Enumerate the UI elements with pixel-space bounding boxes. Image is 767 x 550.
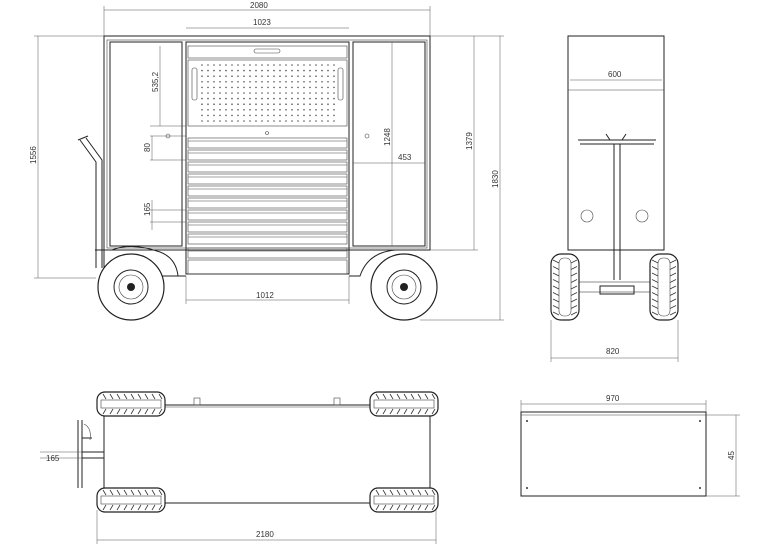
front-view: 2080 1023 535,2 80 165 1248 453 1379 183… [29, 1, 504, 321]
dim-top-length: 2180 [256, 530, 274, 539]
dim-box-height: 45 [727, 451, 736, 460]
dim-overall-width: 2080 [250, 1, 268, 10]
dim-top-drawer-width: 1023 [253, 18, 271, 27]
top-body [103, 404, 431, 504]
front-right-wheel [370, 253, 438, 321]
dim-door-width: 453 [398, 153, 412, 162]
dim-total-height: 1830 [491, 170, 500, 188]
box-outline [520, 411, 707, 497]
box-view: 970 45 [520, 394, 740, 497]
cabinet-body [103, 35, 431, 251]
side-body [567, 35, 665, 251]
side-right-wheel [649, 253, 679, 321]
dim-box-width: 970 [606, 394, 620, 403]
dim-drawer-gap: 80 [143, 143, 152, 152]
drawer-stack [187, 137, 348, 275]
front-left-wheel [97, 253, 165, 321]
dim-top-handle: 165 [46, 454, 60, 463]
dim-body-height: 1379 [465, 132, 474, 150]
top-wheels [96, 391, 439, 513]
side-left-wheel [550, 253, 580, 321]
left-door [109, 41, 183, 247]
dim-overall-height: 1556 [29, 146, 38, 164]
top-view: 165 2180 [40, 391, 439, 544]
pegboard-panel [187, 59, 348, 127]
dim-side-total: 820 [606, 347, 620, 356]
dim-side-depth: 600 [608, 70, 622, 79]
side-view: 600 820 [550, 35, 679, 362]
dim-door-height: 1248 [383, 128, 392, 146]
right-door [352, 41, 426, 247]
tow-handle [79, 139, 97, 268]
dim-panel-height: 535,2 [151, 71, 160, 92]
dim-drawer-height: 165 [143, 202, 152, 216]
dim-bottom-width: 1012 [256, 291, 274, 300]
